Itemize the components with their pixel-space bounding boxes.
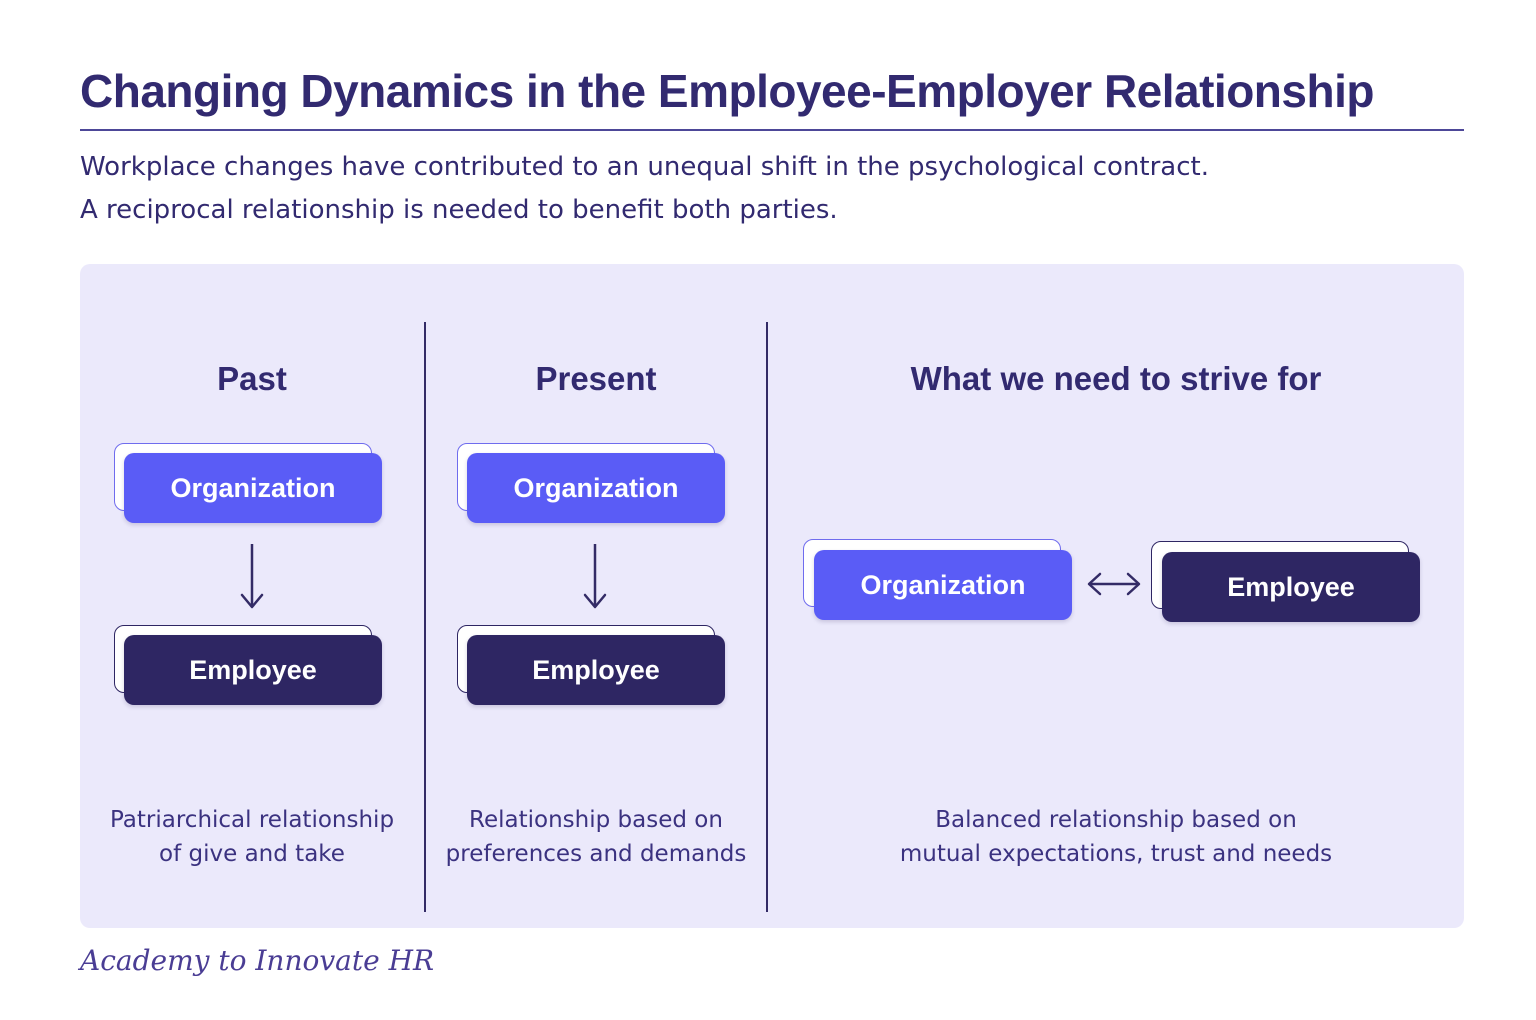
attribution: Academy to Innovate HR bbox=[80, 944, 435, 977]
caption-past: Patriarchical relationship of give and t… bbox=[96, 803, 408, 871]
arrow-down-icon bbox=[583, 544, 607, 609]
caption-present: Relationship based on preferences and de… bbox=[440, 803, 752, 871]
column-header-present: Present bbox=[535, 360, 657, 397]
organization-box-past: Organization bbox=[124, 453, 382, 523]
arrow-down-icon bbox=[240, 544, 264, 609]
caption-past-line-2: of give and take bbox=[159, 841, 345, 867]
employee-box-present: Employee bbox=[467, 635, 725, 705]
column-header-past: Past bbox=[217, 360, 287, 397]
caption-future: Balanced relationship based on mutual ex… bbox=[856, 803, 1376, 871]
caption-past-line-1: Patriarchical relationship bbox=[109, 807, 395, 833]
title-underline bbox=[80, 129, 1464, 131]
page-title: Changing Dynamics in the Employee-Employ… bbox=[80, 65, 1374, 117]
organization-box-present: Organization bbox=[467, 453, 725, 523]
employee-box-future: Employee bbox=[1162, 552, 1420, 622]
column-divider-1 bbox=[424, 322, 426, 912]
arrow-left-right-icon bbox=[1087, 572, 1141, 596]
column-divider-2 bbox=[766, 322, 768, 912]
caption-future-line-2: mutual expectations, trust and needs bbox=[899, 841, 1333, 867]
caption-future-line-1: Balanced relationship based on bbox=[935, 807, 1297, 833]
employee-box-past: Employee bbox=[124, 635, 382, 705]
column-header-future: What we need to strive for bbox=[910, 360, 1322, 397]
caption-present-line-2: preferences and demands bbox=[445, 841, 747, 867]
organization-box-future: Organization bbox=[814, 550, 1072, 620]
caption-present-line-1: Relationship based on bbox=[469, 807, 723, 833]
subtitle-line-1: Workplace changes have contributed to an… bbox=[80, 152, 1209, 182]
subtitle-line-2: A reciprocal relationship is needed to b… bbox=[80, 195, 838, 225]
